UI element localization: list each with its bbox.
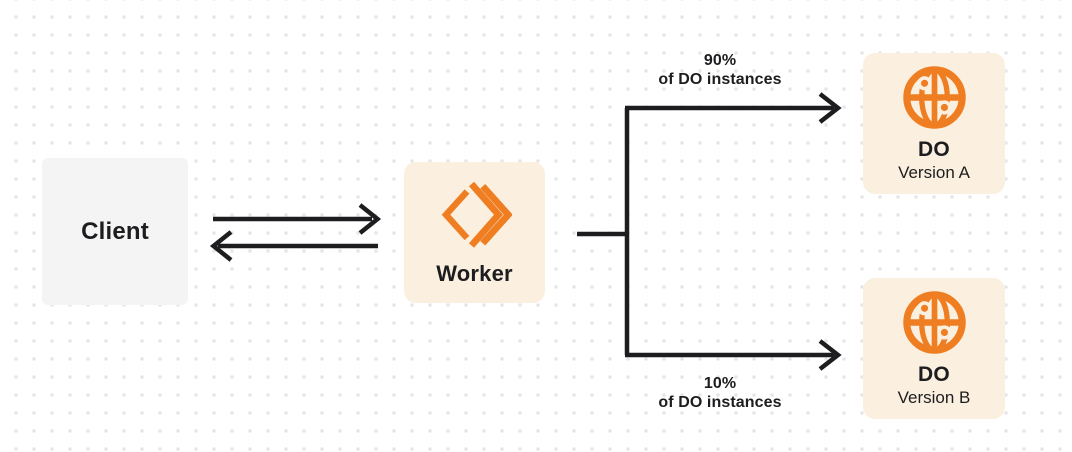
branch-label-bottom: 10% of DO instances [610,374,830,412]
client-label: Client [81,217,149,245]
cloudflare-workers-icon [441,181,512,248]
arrowhead-icons [209,92,842,371]
connector-shafts [213,105,834,358]
worker-label: Worker [436,261,513,286]
do-a-subtitle: Version A [898,163,970,183]
node-client: Client [42,158,188,305]
branch-percent-bottom: 10% [703,375,737,392]
do-b-title: DO [918,363,950,387]
node-do-version-b: DO Version B [863,278,1005,419]
branch-percent-top: 90% [703,52,737,69]
globe-icon [902,291,966,355]
node-worker: Worker [404,162,545,303]
branch-label-top: 90% of DO instances [610,51,830,89]
branch-caption-top: of DO instances [658,71,782,88]
do-a-title: DO [918,138,950,162]
node-do-version-a: DO Version A [863,53,1005,194]
branch-caption-bottom: of DO instances [658,394,782,411]
globe-icon [902,66,966,130]
do-b-subtitle: Version B [897,388,971,408]
